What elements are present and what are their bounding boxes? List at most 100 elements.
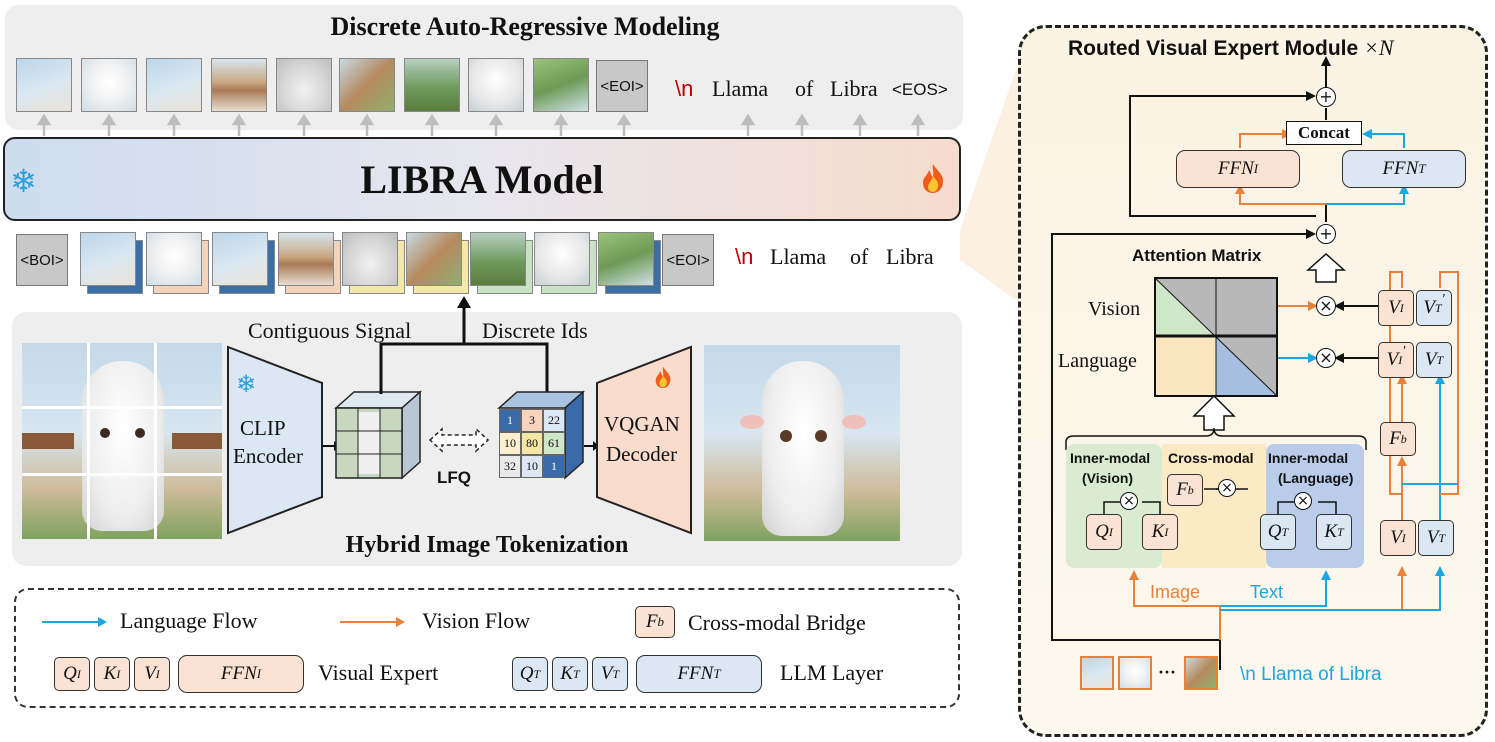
output-image-token [211,58,267,112]
word-token-llama-input: Llama [770,244,827,269]
ffn-vision-subscript: I [1253,161,1259,176]
visual-expert-label: Visual Expert [318,660,439,685]
module-times-n: ×N [1364,35,1394,60]
input-image-token [598,232,654,286]
output-image-token [81,58,137,112]
vi-letter: V [144,663,156,684]
inner-lang-label-2: (Language) [1278,470,1354,486]
word-token-of-input: of [850,244,869,269]
llm-layer-label: LLM Layer [780,660,884,685]
id-cell: 1 [499,409,521,432]
ffnt-letters: FFN [677,663,714,684]
clip-encoder-label-1: CLIP [240,416,286,440]
vqgan-fire-icon [652,364,674,390]
eos-token: <EOS> [892,80,948,99]
vt-sub-mid: T [1436,352,1444,367]
libra-model-bar [3,137,961,221]
lfq-double-arrow [428,427,490,453]
input-image-token [212,232,268,286]
input-image-token [534,232,590,286]
input-image-token [146,232,202,286]
vi-letter-top: V [1388,297,1400,318]
clip-snowflake-icon: ❄ [236,370,257,398]
discrete-id-grid: 1 3 22 10 80 61 32 10 1 [499,409,565,478]
module-highlight-wedge [960,30,1030,310]
ki-letter: K [103,663,117,684]
output-image-token [533,58,589,112]
output-token-arrows [36,114,926,136]
ffni-subscript: I [256,666,262,681]
fb-letter-right: F [1389,428,1401,449]
text-flow-label: Text [1250,582,1284,602]
module-input-token [1080,656,1114,690]
fb-subscript: b [657,614,665,629]
fb-sub-cross: b [1187,482,1194,497]
vqgan-decoder-shape [596,345,692,535]
ki-letter-module: K [1151,521,1165,542]
vision-multiply-circle: × [1316,296,1336,316]
inner-lang-label-1: Inner-modal [1268,450,1349,466]
vi-sub-top: I [1399,300,1404,315]
eoi-token-input: <EOI> [662,234,714,286]
clip-encoder-label-2: Encoder [233,444,303,468]
output-image-token [276,58,332,112]
contiguous-signal-label: Contiguous Signal [248,318,412,343]
ffni-letters: FFN [220,663,257,684]
inner-vision-label-1: Inner-modal [1070,450,1151,466]
lfq-label: LFQ [437,468,471,487]
word-token-of: of [795,76,814,101]
vt-letter-bottom: V [1426,527,1439,548]
module-input-token [1118,656,1152,690]
inner-lang-multiply: × [1294,492,1312,510]
newline-token-input: \n [735,244,754,269]
eoi-token: <EOI> [596,60,648,112]
module-input-ellipsis: ··· [1158,662,1177,682]
input-image-token [470,232,526,286]
vt-letter-mid: V [1424,349,1437,370]
vt-sub-bottom: T [1438,530,1446,545]
input-llama-image [22,343,222,539]
vi-prime-sub: I [1398,352,1403,367]
id-cell: 22 [543,409,565,432]
id-cell: 61 [543,432,565,455]
qt-subscript: T [533,666,541,681]
fire-icon [918,162,948,194]
discrete-id-cube-frame [497,390,585,480]
qt-letter-module: Q [1267,521,1282,542]
output-image-token [146,58,202,112]
qi-subscript: I [76,666,81,681]
id-cell: 80 [521,432,543,455]
id-cell: 1 [543,455,565,478]
kt-sub-module: T [1337,524,1344,539]
module-title: Routed Visual Expert Module ×N [1068,35,1394,61]
language-flow-arrow-icon [42,617,107,627]
vision-flow-arrow-icon [340,617,405,627]
qt-letter: Q [519,663,534,684]
qi-letter-module: Q [1095,521,1109,542]
output-image-token [339,58,395,112]
fb-letter: F [645,611,658,632]
word-token-libra-input: Libra [886,244,934,269]
word-token-llama: Llama [712,76,769,101]
qi-letter: Q [63,663,77,684]
cross-modal-group [1162,444,1266,568]
vt-subscript: T [612,666,620,681]
kt-letter-module: K [1324,521,1337,542]
ffn-vision-letters: FFN [1217,158,1254,179]
clip-encoder-shape [227,345,323,535]
module-input-token [1184,656,1218,690]
qt-sub-module: T [1281,524,1289,539]
vi-letter-bottom: V [1390,527,1402,548]
